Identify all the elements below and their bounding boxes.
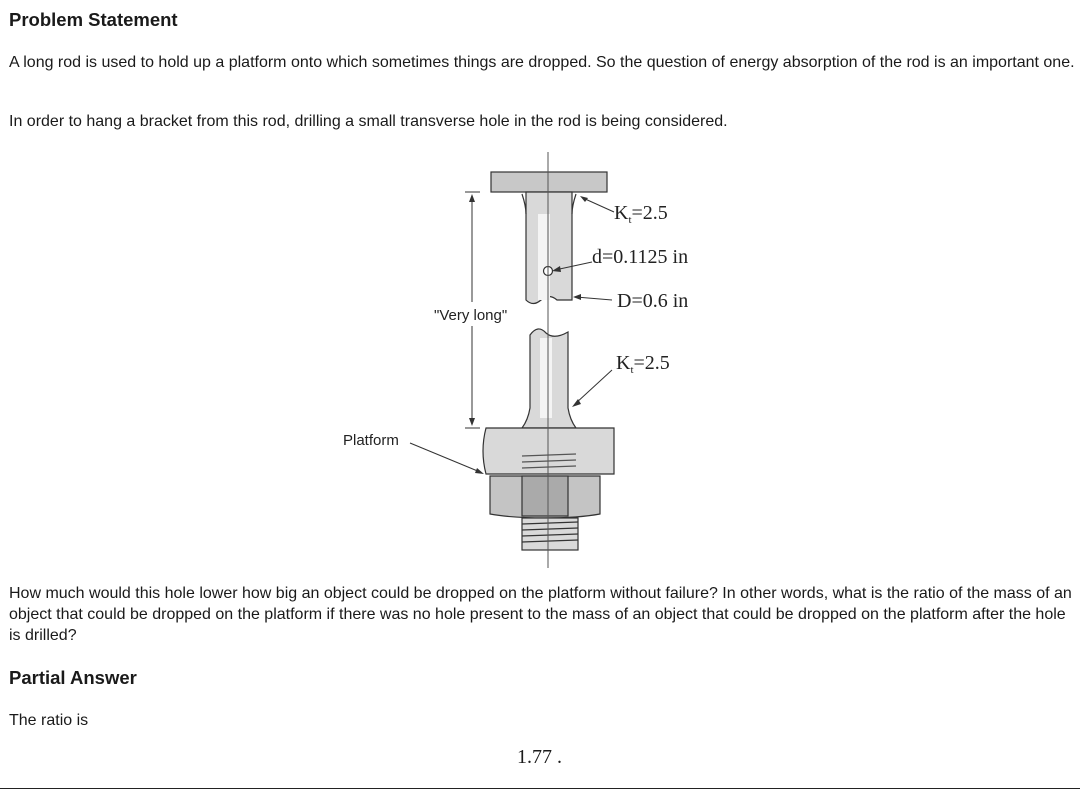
rod-diameter-label: D=0.6 in [617, 290, 688, 312]
bottom-divider [0, 788, 1080, 789]
platform-label: Platform [343, 432, 399, 449]
rod-upper-highlight [538, 214, 550, 300]
rod-lower-highlight [540, 338, 552, 418]
hole-leader [554, 261, 593, 271]
ratio-prompt: The ratio is [9, 712, 89, 729]
kt-bottom-leader [574, 369, 613, 405]
hex-nut-face [521, 475, 569, 517]
kt-top-label: Kt=2.5 [614, 202, 668, 226]
support-plate [490, 171, 608, 193]
ratio-answer: 1.77 . [517, 746, 562, 768]
platform-leader [409, 442, 481, 473]
problem-heading: Problem Statement [9, 9, 178, 30]
question-paragraph: How much would this hole lower how big a… [9, 585, 1072, 644]
rod-thread-in-platform [521, 453, 577, 469]
hole-diameter-label: d=0.1125 in [592, 246, 688, 268]
very-long-label: "Very long" [434, 307, 507, 324]
partial-answer-heading: Partial Answer [9, 667, 137, 688]
threads [521, 521, 579, 543]
diameter-leader [575, 296, 613, 301]
kt-bottom-label: Kt=2.5 [616, 352, 670, 376]
rod-diagram: Kt=2.5 d=0.1125 in D=0.6 in Kt=2.5 "Very… [343, 152, 688, 568]
problem-paragraph-1: A long rod is used to hold up a platform… [9, 54, 1075, 71]
fillet-top [521, 193, 577, 215]
problem-paragraph-2: In order to hang a bracket from this rod… [9, 113, 728, 130]
kt-top-leader [582, 197, 615, 213]
